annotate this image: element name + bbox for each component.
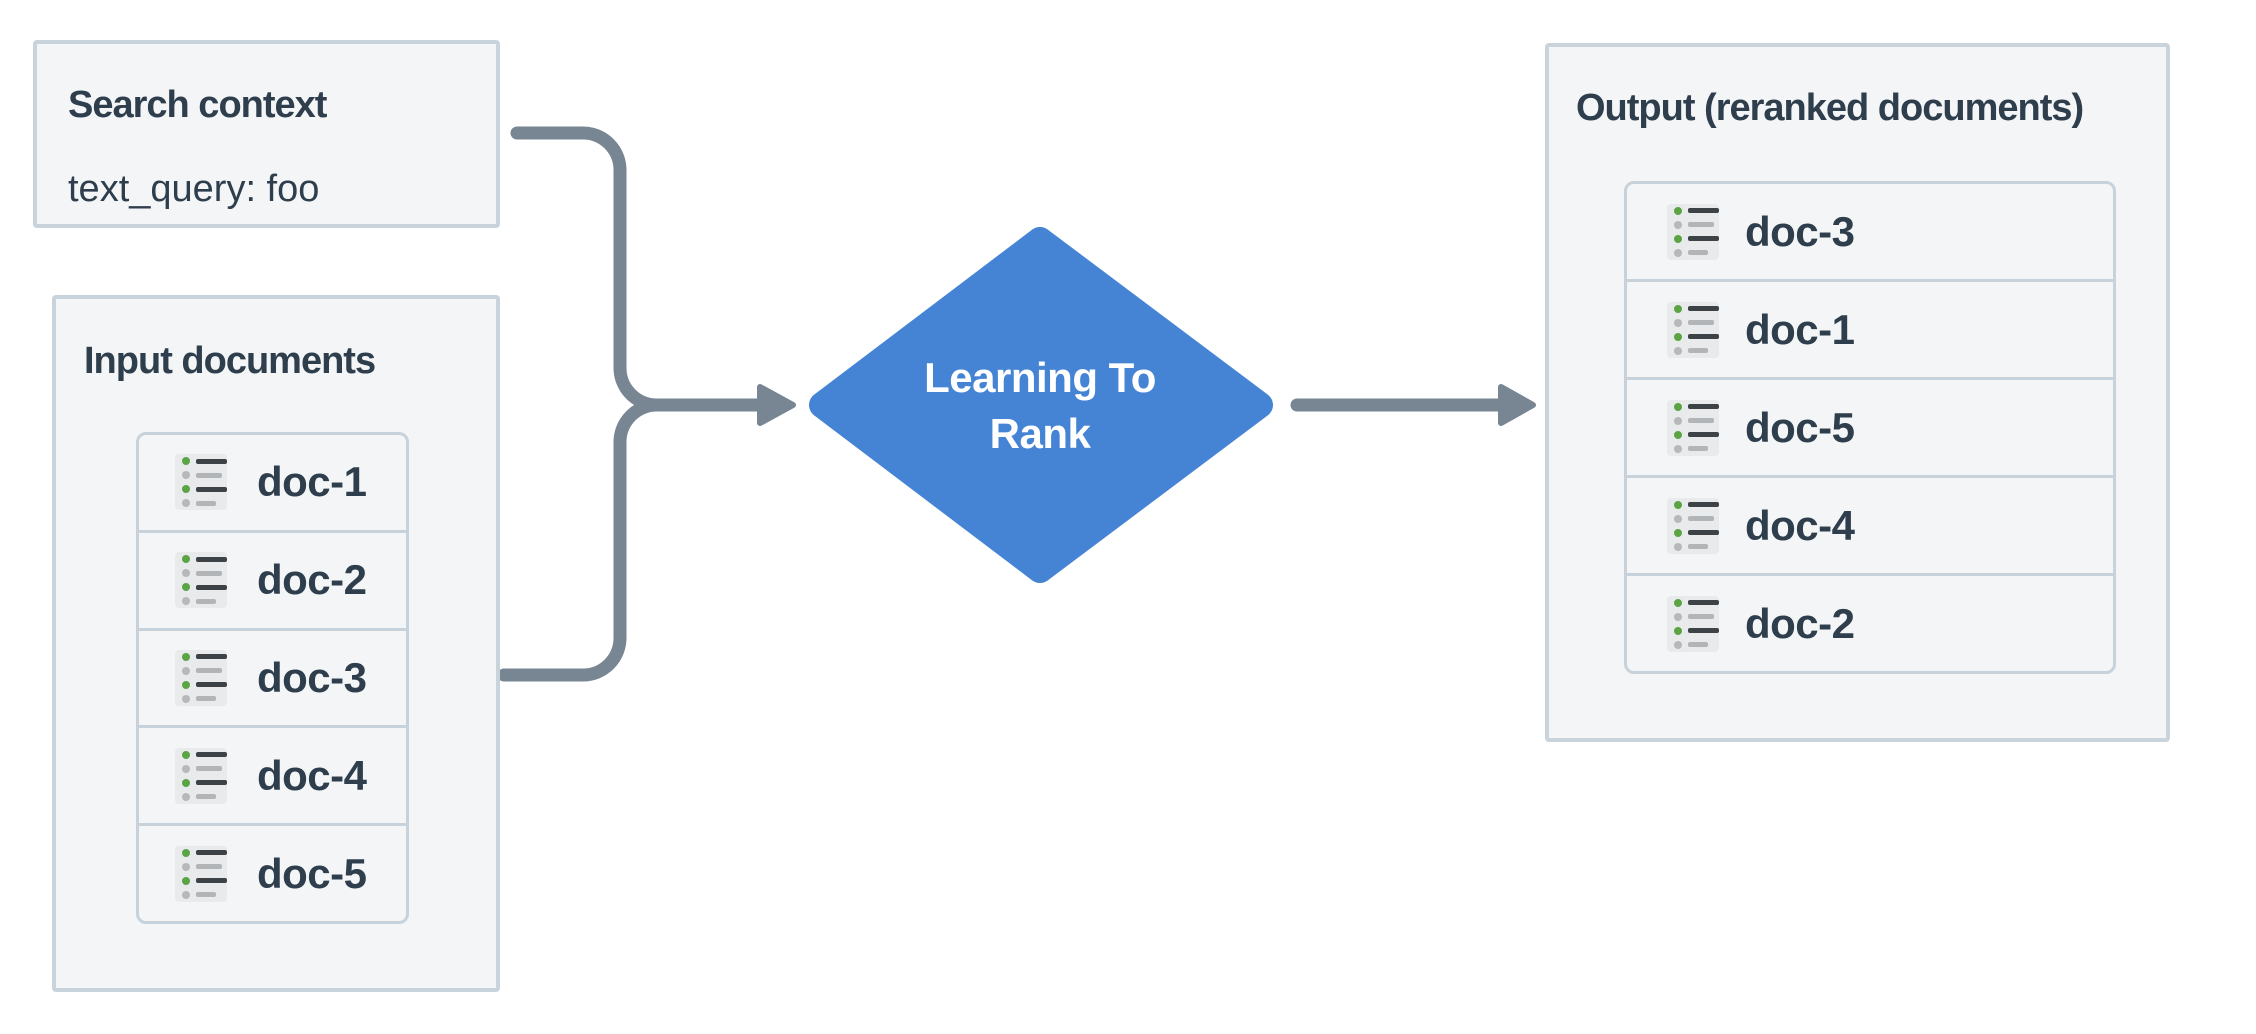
doc-label: doc-3 — [1745, 207, 1855, 255]
process-node-label: Learning To Rank — [880, 343, 1200, 469]
document-list-icon — [175, 649, 227, 706]
doc-label: doc-5 — [257, 849, 367, 897]
document-list-icon — [1667, 497, 1719, 554]
list-item: doc-2 — [139, 529, 406, 628]
list-item: doc-1 — [1627, 279, 2113, 377]
document-list-icon — [1667, 595, 1719, 652]
list-item: doc-5 — [139, 823, 406, 921]
input-documents-box: Input documents doc-1 doc-2 — [52, 295, 500, 992]
output-documents-list: doc-3 doc-1 doc-5 — [1624, 181, 2116, 674]
search-context-title: Search context — [68, 84, 327, 126]
document-list-icon — [175, 845, 227, 902]
doc-label: doc-2 — [257, 556, 367, 604]
list-item: doc-5 — [1627, 377, 2113, 475]
list-item: doc-1 — [139, 435, 406, 530]
doc-label: doc-4 — [1745, 501, 1855, 549]
doc-label: doc-3 — [257, 653, 367, 701]
search-context-query: text_query: foo — [68, 168, 320, 210]
input-documents-title: Input documents — [84, 340, 376, 382]
list-item: doc-3 — [1627, 184, 2113, 279]
doc-label: doc-2 — [1745, 599, 1855, 647]
doc-label: doc-1 — [1745, 305, 1855, 353]
output-arrowhead-icon — [1498, 384, 1536, 426]
input-arrowhead-icon — [757, 384, 796, 426]
list-item: doc-3 — [139, 627, 406, 726]
list-item: doc-2 — [1627, 573, 2113, 671]
input-documents-connector — [497, 398, 664, 682]
document-list-icon — [1667, 399, 1719, 456]
doc-label: doc-1 — [257, 458, 367, 506]
document-list-icon — [175, 552, 227, 609]
process-label-line2: Rank — [989, 410, 1091, 457]
list-item: doc-4 — [1627, 475, 2113, 573]
process-label-line1: Learning To — [924, 354, 1156, 401]
input-documents-list: doc-1 doc-2 doc-3 — [136, 432, 409, 924]
diamond-shape — [809, 227, 1273, 583]
doc-label: doc-5 — [1745, 403, 1855, 451]
output-documents-title: Output (reranked documents) — [1576, 87, 2084, 129]
output-documents-box: Output (reranked documents) doc-3 — [1545, 43, 2170, 742]
document-list-icon — [1667, 203, 1719, 260]
document-list-icon — [175, 747, 227, 804]
search-context-connector — [510, 126, 765, 412]
search-context-box: Search context text_query: foo — [33, 40, 500, 228]
document-list-icon — [175, 454, 227, 511]
document-list-icon — [1667, 301, 1719, 358]
doc-label: doc-4 — [257, 751, 367, 799]
list-item: doc-4 — [139, 725, 406, 823]
